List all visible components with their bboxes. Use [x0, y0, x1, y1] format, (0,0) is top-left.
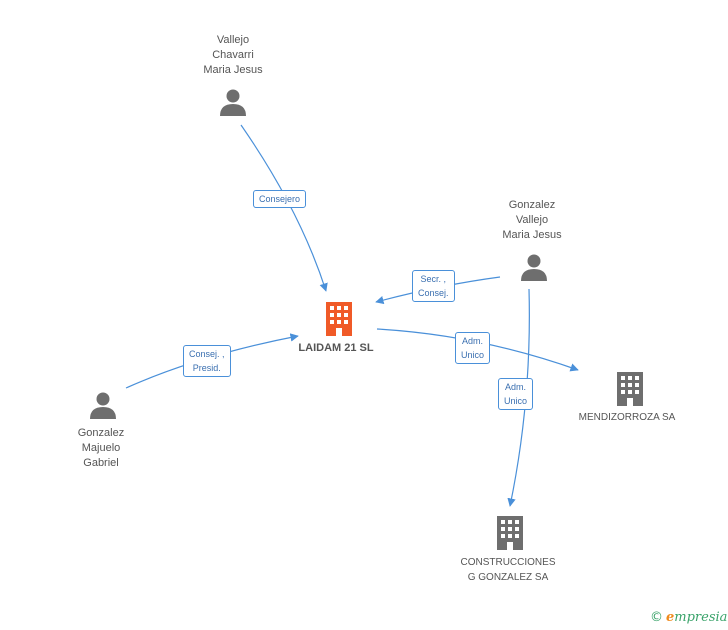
edge-label-line: Consej. [418, 288, 449, 298]
node-label-line: Majuelo [81, 442, 121, 454]
node-label-line: LAIDAM 21 SL [298, 342, 374, 354]
edge-label-line: Adm. [462, 336, 484, 346]
building-icon-mendizorroza[interactable] [617, 372, 643, 406]
node-label-line: Gonzalez [77, 427, 125, 439]
edge-label-line: Presid. [192, 363, 221, 373]
brand-initial: e [666, 610, 675, 625]
edge-label-secr-consej[interactable]: Secr. , Consej. [412, 270, 455, 302]
node-label-line: Maria Jesus [502, 229, 562, 241]
node-label-line: Chavarri [212, 49, 254, 61]
edge-label-line: Consej. , [189, 349, 225, 359]
edge-label-line: Unico [461, 350, 485, 360]
node-label-gonzalez-majuelo[interactable]: Gonzalez Majuelo Gabriel [51, 426, 151, 471]
brand-name: mpresia [674, 610, 728, 625]
person-icon-gonzalez-majuelo[interactable] [90, 392, 116, 420]
node-label-line: Vallejo [515, 214, 549, 226]
edge-label-line: Secr. , [420, 274, 447, 284]
node-label-line: Gonzalez [508, 199, 556, 211]
node-label-line: Vallejo [216, 34, 250, 46]
edge-label-consej-presid[interactable]: Consej. , Presid. [183, 345, 231, 377]
building-icon-laidam[interactable] [326, 302, 352, 336]
node-label-mendizorroza[interactable]: MENDIZORROZA SA [567, 410, 687, 425]
edge-label-consejero[interactable]: Consejero [253, 190, 307, 208]
edge-label-line: Adm. [505, 382, 527, 392]
edge-vallejo-chavarri-to-laidam [240, 124, 328, 292]
building-icon-construcciones[interactable] [497, 516, 523, 550]
node-label-line: MENDIZORROZA SA [578, 412, 676, 423]
node-label-line: G GONZALEZ SA [467, 572, 549, 583]
copyright-icon: © [650, 610, 663, 625]
edge-label-line: Consejero [259, 194, 301, 204]
edge-label-line: Unico [504, 396, 528, 406]
node-label-line: Gabriel [83, 457, 119, 469]
node-label-laidam[interactable]: LAIDAM 21 SL [276, 341, 396, 356]
person-icon-vallejo-chavarri[interactable] [220, 89, 246, 117]
person-icon-gonzalez-vallejo[interactable] [521, 254, 547, 282]
node-label-line: CONSTRUCCIONES [460, 557, 556, 568]
brand-logo: ©empresia [650, 610, 727, 625]
node-label-gonzalez-vallejo[interactable]: Gonzalez Vallejo Maria Jesus [482, 198, 582, 243]
edge-label-adm-unico-mendizorroza[interactable]: Adm. Unico [455, 332, 491, 364]
node-label-vallejo-chavarri[interactable]: Vallejo Chavarri Maria Jesus [183, 33, 283, 78]
node-label-construcciones[interactable]: CONSTRUCCIONES G GONZALEZ SA [448, 555, 568, 585]
node-label-line: Maria Jesus [203, 64, 263, 76]
edge-label-adm-unico-construcciones[interactable]: Adm. Unico [498, 378, 534, 410]
